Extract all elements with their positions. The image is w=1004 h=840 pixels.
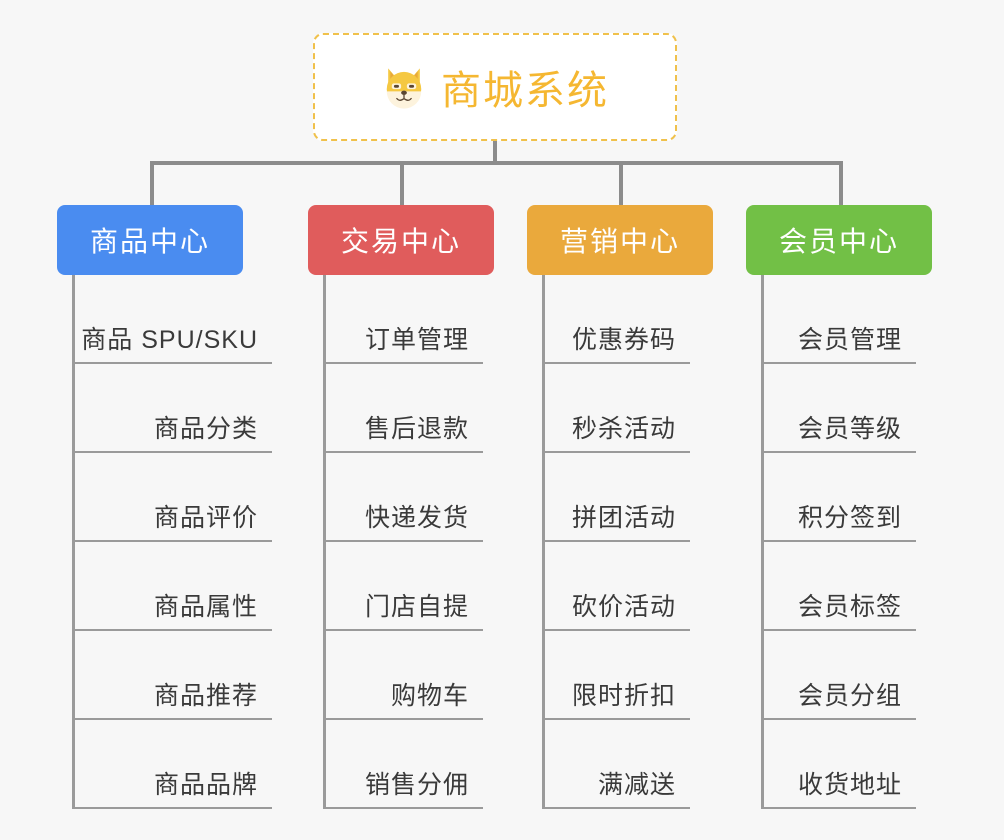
leaf-item[interactable]: 商品分类 [72, 364, 272, 453]
leaf-item[interactable]: 拼团活动 [542, 453, 690, 542]
leaf-item[interactable]: 商品推荐 [72, 631, 272, 720]
category-box-3[interactable]: 会员中心 [746, 205, 932, 275]
leaf-item[interactable]: 购物车 [323, 631, 483, 720]
leaf-item-label: 商品分类 [153, 415, 258, 443]
leaf-item[interactable]: 快递发货 [323, 453, 483, 542]
category-label: 商品中心 [89, 226, 210, 257]
leaf-item[interactable]: 满减送 [542, 720, 690, 809]
leaf-item[interactable]: 商品评价 [72, 453, 272, 542]
category-label: 交易中心 [340, 226, 461, 257]
leaf-item-label: 售后退款 [364, 415, 469, 443]
leaf-item-label: 拼团活动 [571, 504, 676, 532]
leaf-item-label: 购物车 [390, 682, 469, 710]
leaf-item-label: 商品评价 [153, 504, 258, 532]
leaf-item[interactable]: 会员管理 [761, 275, 916, 364]
leaf-item[interactable]: 砍价活动 [542, 542, 690, 631]
leaf-item[interactable]: 商品品牌 [72, 720, 272, 809]
leaf-item[interactable]: 会员分组 [761, 631, 916, 720]
category-box-0[interactable]: 商品中心 [57, 205, 243, 275]
branch-trunk [72, 275, 75, 809]
leaf-item[interactable]: 商品属性 [72, 542, 272, 631]
leaf-item-label: 秒杀活动 [571, 415, 676, 443]
leaf-item[interactable]: 销售分佣 [323, 720, 483, 809]
leaf-item-label: 商品品牌 [153, 771, 258, 799]
leaf-item[interactable]: 积分签到 [761, 453, 916, 542]
leaf-item-label: 订单管理 [364, 326, 469, 354]
branch-trunk [761, 275, 764, 809]
leaf-item[interactable]: 售后退款 [323, 364, 483, 453]
leaf-item-label: 快递发货 [364, 504, 469, 532]
leaf-item-label: 砍价活动 [571, 593, 676, 621]
leaf-item-label: 积分签到 [797, 504, 902, 532]
leaf-item[interactable]: 优惠券码 [542, 275, 690, 364]
leaf-item-label: 商品推荐 [153, 682, 258, 710]
category-box-1[interactable]: 交易中心 [308, 205, 494, 275]
leaf-item[interactable]: 限时折扣 [542, 631, 690, 720]
category-label: 营销中心 [559, 226, 680, 257]
leaf-item[interactable]: 门店自提 [323, 542, 483, 631]
connector-root-stub [493, 141, 497, 165]
leaf-item-label: 收货地址 [797, 771, 902, 799]
leaf-item[interactable]: 会员等级 [761, 364, 916, 453]
leaf-item-label: 限时折扣 [571, 682, 676, 710]
leaf-item[interactable]: 会员标签 [761, 542, 916, 631]
connector-drop-1 [150, 161, 154, 205]
leaf-item[interactable]: 秒杀活动 [542, 364, 690, 453]
leaf-item[interactable]: 订单管理 [323, 275, 483, 364]
branch-trunk [542, 275, 545, 809]
leaf-item-label: 商品属性 [153, 593, 258, 621]
leaf-item-label: 满减送 [597, 771, 676, 799]
leaf-item-label: 会员等级 [797, 415, 902, 443]
category-label: 会员中心 [778, 226, 899, 257]
root-title: 商城系统 [441, 69, 609, 113]
leaf-item-label: 会员标签 [797, 593, 902, 621]
category-box-2[interactable]: 营销中心 [527, 205, 713, 275]
leaf-item-label: 商品 SPU/SKU [81, 326, 258, 354]
leaf-item[interactable]: 收货地址 [761, 720, 916, 809]
dog-face-icon [381, 64, 427, 110]
leaf-item-label: 销售分佣 [364, 771, 469, 799]
leaf-item-label: 门店自提 [364, 593, 469, 621]
connector-drop-3 [619, 161, 623, 205]
leaf-item-label: 优惠券码 [571, 326, 676, 354]
connector-horizontal-bus [150, 161, 843, 165]
branch-trunk [323, 275, 326, 809]
connector-drop-4 [839, 161, 843, 205]
root-node[interactable]: 商城系统 [313, 33, 677, 141]
connector-drop-2 [400, 161, 404, 205]
leaf-item-label: 会员分组 [797, 682, 902, 710]
leaf-item[interactable]: 商品 SPU/SKU [72, 275, 272, 364]
leaf-item-label: 会员管理 [797, 326, 902, 354]
